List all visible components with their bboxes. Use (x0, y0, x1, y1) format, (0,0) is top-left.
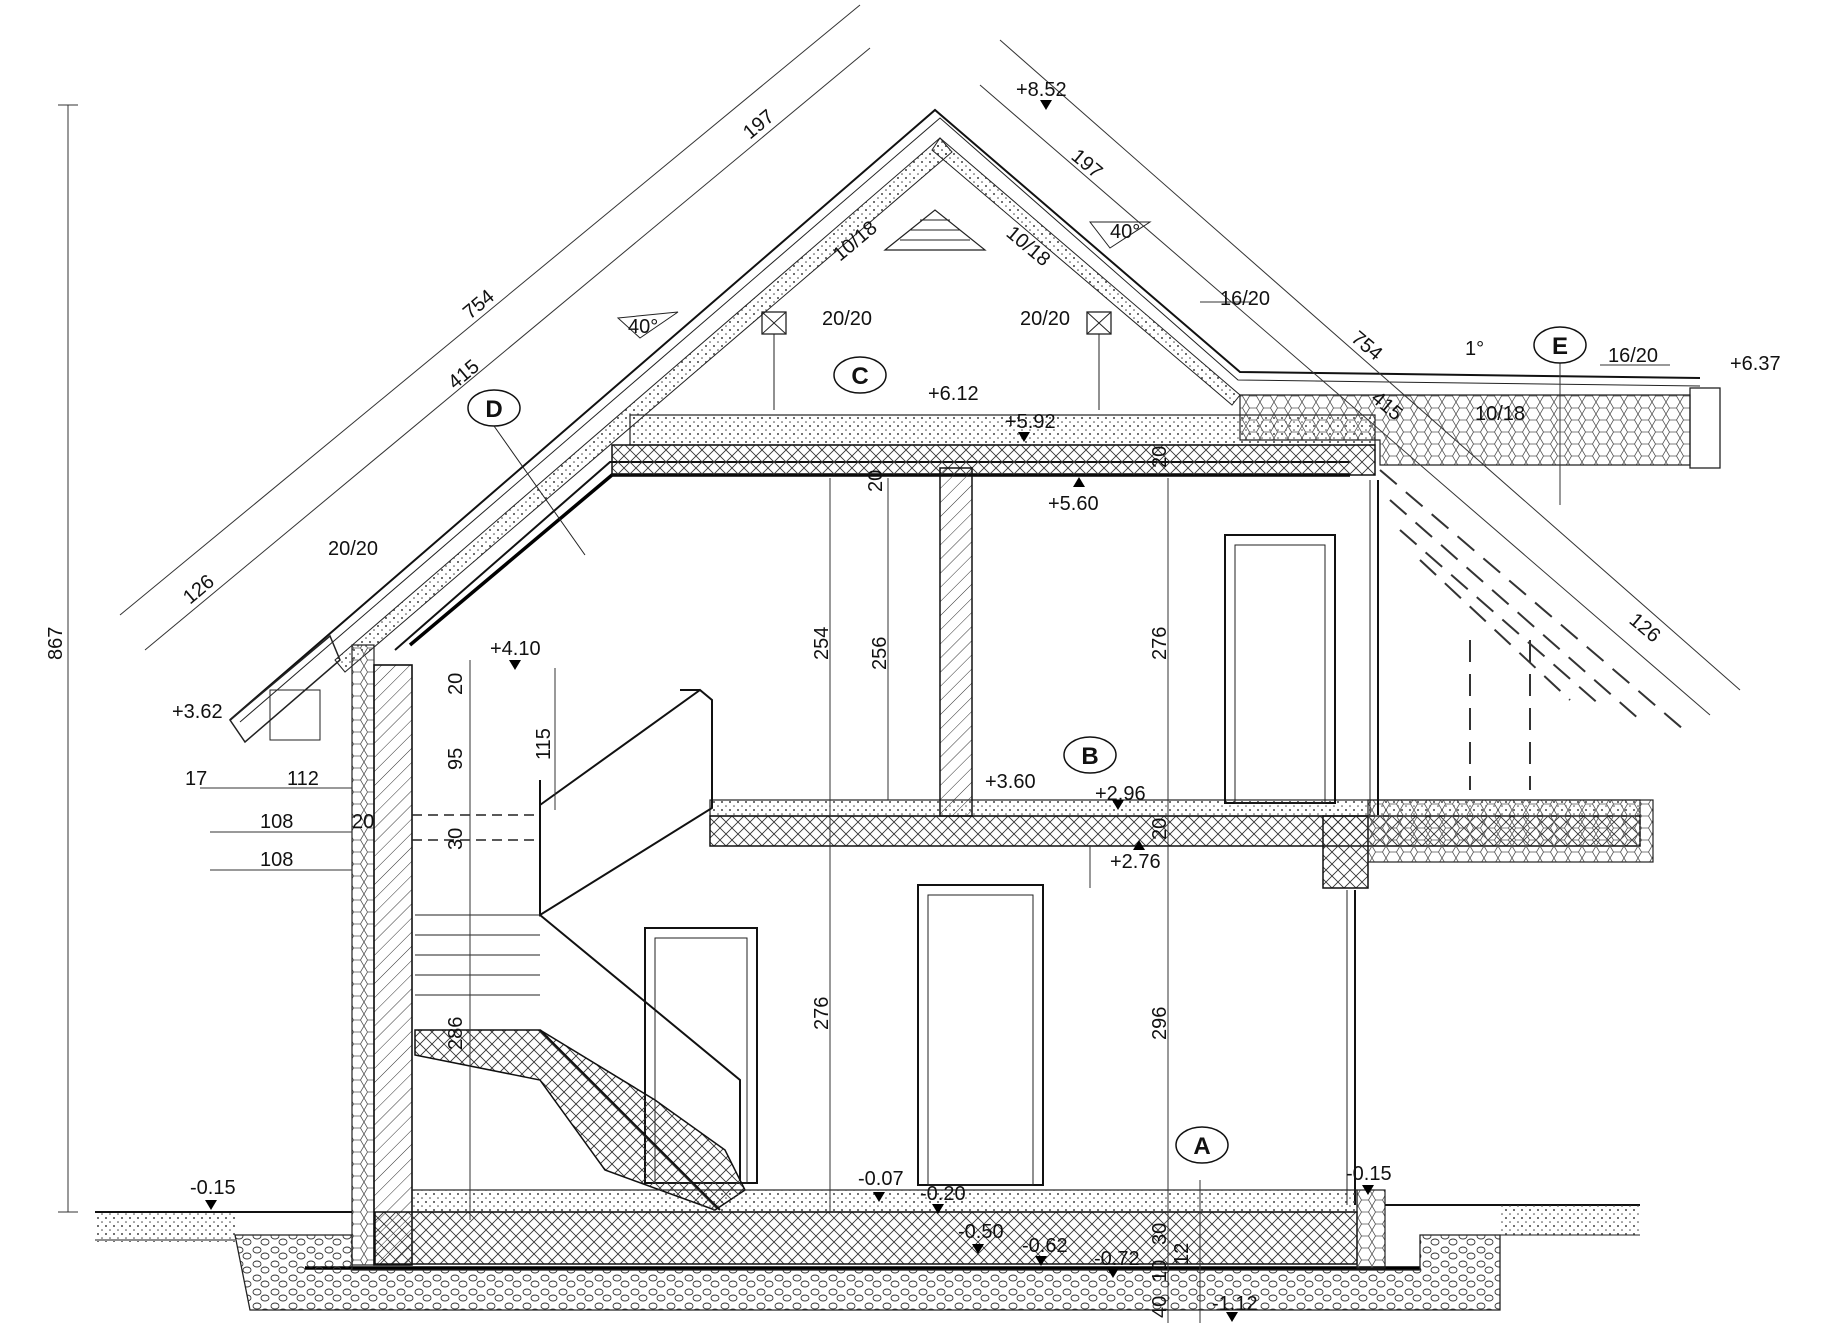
wall-plate-label: 20/20 (328, 538, 378, 560)
svg-text:C: C (851, 363, 868, 390)
ground-floor-screed (411, 1189, 1358, 1213)
gravel-bed (234, 1234, 1501, 1311)
attic-partition-wall (939, 467, 973, 817)
roof-angle-left: 40° (628, 316, 658, 338)
dim-found-10: 10 (1149, 1260, 1171, 1282)
level-first-floor: +3.60 (985, 771, 1036, 793)
dim-ground-296: 296 (1149, 1007, 1171, 1040)
detail-tag-a: A (1175, 1126, 1229, 1164)
dim-slab-20-mid: 20 (865, 470, 887, 492)
dim-left-slope-total: 754 (459, 286, 499, 324)
level-ground-ceiling: +2.76 (1110, 851, 1161, 873)
level-top-slab: +6.12 (928, 383, 979, 405)
purlin-left-label: 20/20 (822, 308, 872, 330)
vent-louver (883, 209, 987, 251)
level-floor-b: -0.20 (920, 1183, 966, 1205)
dashed-overhang (1379, 469, 1691, 790)
dim-right-slope-upper: 197 (1067, 145, 1107, 183)
dim-attic-254: 254 (811, 627, 833, 660)
level-terrain-left: -0.15 (190, 1177, 236, 1199)
dim-left-slope-mid: 415 (444, 356, 484, 394)
svg-text:E: E (1552, 333, 1568, 360)
level-first-floor-b: +2.96 (1095, 783, 1146, 805)
flat-roof-angle: 1° (1465, 338, 1484, 360)
dim-right-slope-lower: 126 (1625, 609, 1665, 647)
dim-wall-20: 20 (352, 811, 374, 833)
svg-text:D: D (485, 396, 502, 423)
dim-found-12: 12 (1171, 1243, 1193, 1265)
beam-flat-a-label: 16/20 (1220, 288, 1270, 310)
roof (228, 108, 1721, 790)
level-stair-head: +4.10 (490, 638, 541, 660)
dim-slab-20-top: 20 (1149, 446, 1171, 468)
left-wall-insulation (351, 644, 375, 1266)
dim-v-95: 95 (445, 748, 467, 770)
attic-door (1224, 534, 1336, 804)
dim-left-slope-lower: 126 (179, 571, 219, 609)
roof-angle-right: 40° (1110, 221, 1140, 243)
dim-found-40: 40 (1149, 1296, 1171, 1318)
level-markers (205, 100, 1374, 1322)
balcony-insulation (1367, 799, 1654, 863)
level-top-slab-b: +5.92 (1005, 411, 1056, 433)
dim-v-30: 30 (445, 828, 467, 850)
detail-tag-c: C (833, 356, 887, 394)
detail-tag-d: D (467, 389, 586, 556)
dim-eave-112: 112 (287, 768, 319, 790)
level-floor-a: -0.07 (858, 1168, 904, 1190)
detail-tag-e: E (1533, 326, 1587, 364)
level-flat-roof: +6.37 (1730, 353, 1781, 375)
level-found-c: -0.72 (1094, 1248, 1140, 1270)
dim-wall-108-b: 108 (260, 849, 293, 871)
dim-overall-height: 867 (45, 627, 67, 660)
dim-attic-256: 256 (869, 637, 891, 670)
ground-slab (374, 1211, 1358, 1265)
attic-floor-screed (629, 414, 1376, 446)
left-wall (373, 664, 413, 1266)
dim-wall-108-a: 108 (260, 811, 293, 833)
level-ridge: +8.52 (1016, 79, 1067, 101)
attic-slab (611, 444, 1376, 476)
dim-v-115: 115 (533, 728, 555, 760)
dim-found-30: 30 (1149, 1223, 1171, 1245)
level-found-b: -0.62 (1022, 1235, 1068, 1257)
dimension-lines (58, 4, 1741, 1323)
dim-slab-20-b: 20 (1149, 818, 1171, 840)
dim-eave-17: 17 (185, 768, 207, 790)
level-terrain-right: -0.15 (1346, 1163, 1392, 1185)
svg-text:B: B (1081, 743, 1098, 770)
purlin-right-label: 20/20 (1020, 308, 1070, 330)
dim-v-20: 20 (445, 673, 467, 695)
dim-ground-276: 276 (811, 997, 833, 1030)
roof-insulation-right (931, 137, 1241, 406)
level-found-bottom: -1.12 (1212, 1293, 1258, 1315)
dim-stair-286: 286 (445, 1017, 467, 1050)
svg-text:A: A (1193, 1133, 1210, 1160)
level-attic-ceiling: +5.60 (1048, 493, 1099, 515)
level-eave-left: +3.62 (172, 701, 223, 723)
dim-left-slope-upper: 197 (739, 106, 779, 144)
detail-tag-b: B (1063, 736, 1117, 774)
dim-right-slope-total: 754 (1347, 327, 1387, 365)
roof-insulation-left (334, 137, 953, 673)
dim-attic-276: 276 (1149, 627, 1171, 660)
rafter-flat: 10/18 (1475, 403, 1525, 425)
ground-door (917, 884, 1044, 1186)
level-found-a: -0.50 (958, 1221, 1004, 1243)
beam-flat-b-label: 16/20 (1608, 345, 1658, 367)
terrain (95, 1204, 1640, 1242)
